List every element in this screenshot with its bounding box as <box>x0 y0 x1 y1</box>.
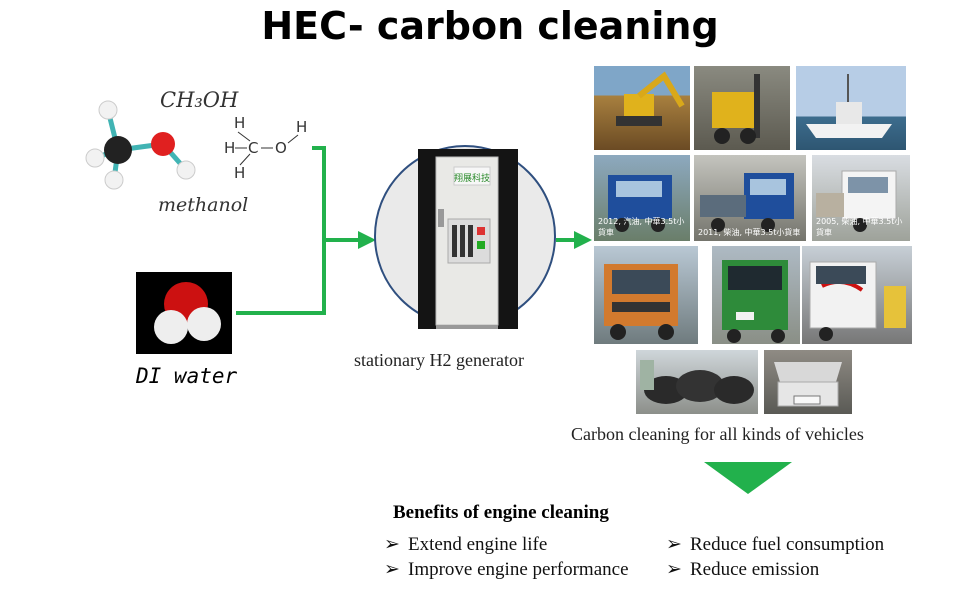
benefit-item: ➢ Reduce fuel consumption <box>666 533 884 556</box>
benefit-text: Reduce fuel consumption <box>690 534 885 555</box>
down-arrow <box>704 462 792 494</box>
vehicle-photo-car-engine <box>764 350 852 414</box>
bullet-arrow-icon: ➢ <box>384 559 400 580</box>
flow-lines <box>236 146 576 315</box>
struct-atom-h1: H <box>234 114 245 132</box>
vehicle-photo-orange-truck <box>594 246 698 344</box>
vehicle-photo-scooters <box>636 350 758 414</box>
vehicle-photo-excavator <box>594 66 690 150</box>
vehicle-photo-blue-truck-2: 2011, 柴油, 中華3.5t小貨車 <box>694 155 806 241</box>
vehicle-photo-white-truck: 2005, 柴油, 中華3.5t小貨車 <box>812 155 910 241</box>
photo-caption-2: 2011, 柴油, 中華3.5t小貨車 <box>698 228 801 237</box>
vehicles-caption: Carbon cleaning for all kinds of vehicle… <box>571 424 864 444</box>
benefit-item: ➢ Improve engine performance <box>384 558 629 581</box>
di-water-label: DI water <box>136 364 238 388</box>
struct-atom-h2: H <box>224 139 235 157</box>
water-molecule-image <box>136 272 232 354</box>
methanol-formula: CH₃OH <box>160 88 239 112</box>
bullet-arrow-icon: ➢ <box>384 534 400 555</box>
benefit-text: Improve engine performance <box>408 559 629 580</box>
photo-caption-3: 2005, 柴油, 中華3.5t小貨車 <box>816 217 903 237</box>
h2-generator-photo: 翔展科技 <box>418 149 518 329</box>
vehicle-photo-blue-truck-1: 2012, 汽油, 中華3.5t小貨車 <box>594 155 690 241</box>
photo-caption-1: 2012, 汽油, 中華3.5t小貨車 <box>598 217 685 237</box>
page-title: HEC- carbon cleaning <box>261 4 719 48</box>
arrow-head-to-vehicles <box>574 231 592 249</box>
methanol-label: methanol <box>158 194 249 216</box>
methanol-molecule-model <box>85 100 196 190</box>
vehicle-photo-green-truck <box>712 246 800 344</box>
vehicle-photo-white-semi <box>802 246 912 344</box>
vehicle-photo-forklift <box>694 66 790 150</box>
struct-atom-o: O <box>275 139 287 157</box>
vehicle-photo-boat <box>796 66 906 150</box>
struct-atom-h3: H <box>296 118 307 136</box>
benefit-text: Extend engine life <box>408 534 548 555</box>
bullet-arrow-icon: ➢ <box>666 559 682 580</box>
benefit-item: ➢ Extend engine life <box>384 533 547 556</box>
arrow-head-to-generator <box>358 231 376 249</box>
generator-panel-text: 翔展科技 <box>454 174 491 184</box>
benefit-item: ➢ Reduce emission <box>666 558 819 581</box>
generator-caption: stationary H2 generator <box>354 350 524 370</box>
bullet-arrow-icon: ➢ <box>666 534 682 555</box>
struct-atom-c: C <box>248 139 258 157</box>
methanol-structural-formula: H H C O H H <box>224 114 307 182</box>
struct-atom-h4: H <box>234 164 245 182</box>
benefits-title: Benefits of engine cleaning <box>393 502 609 523</box>
benefit-text: Reduce emission <box>690 559 820 580</box>
